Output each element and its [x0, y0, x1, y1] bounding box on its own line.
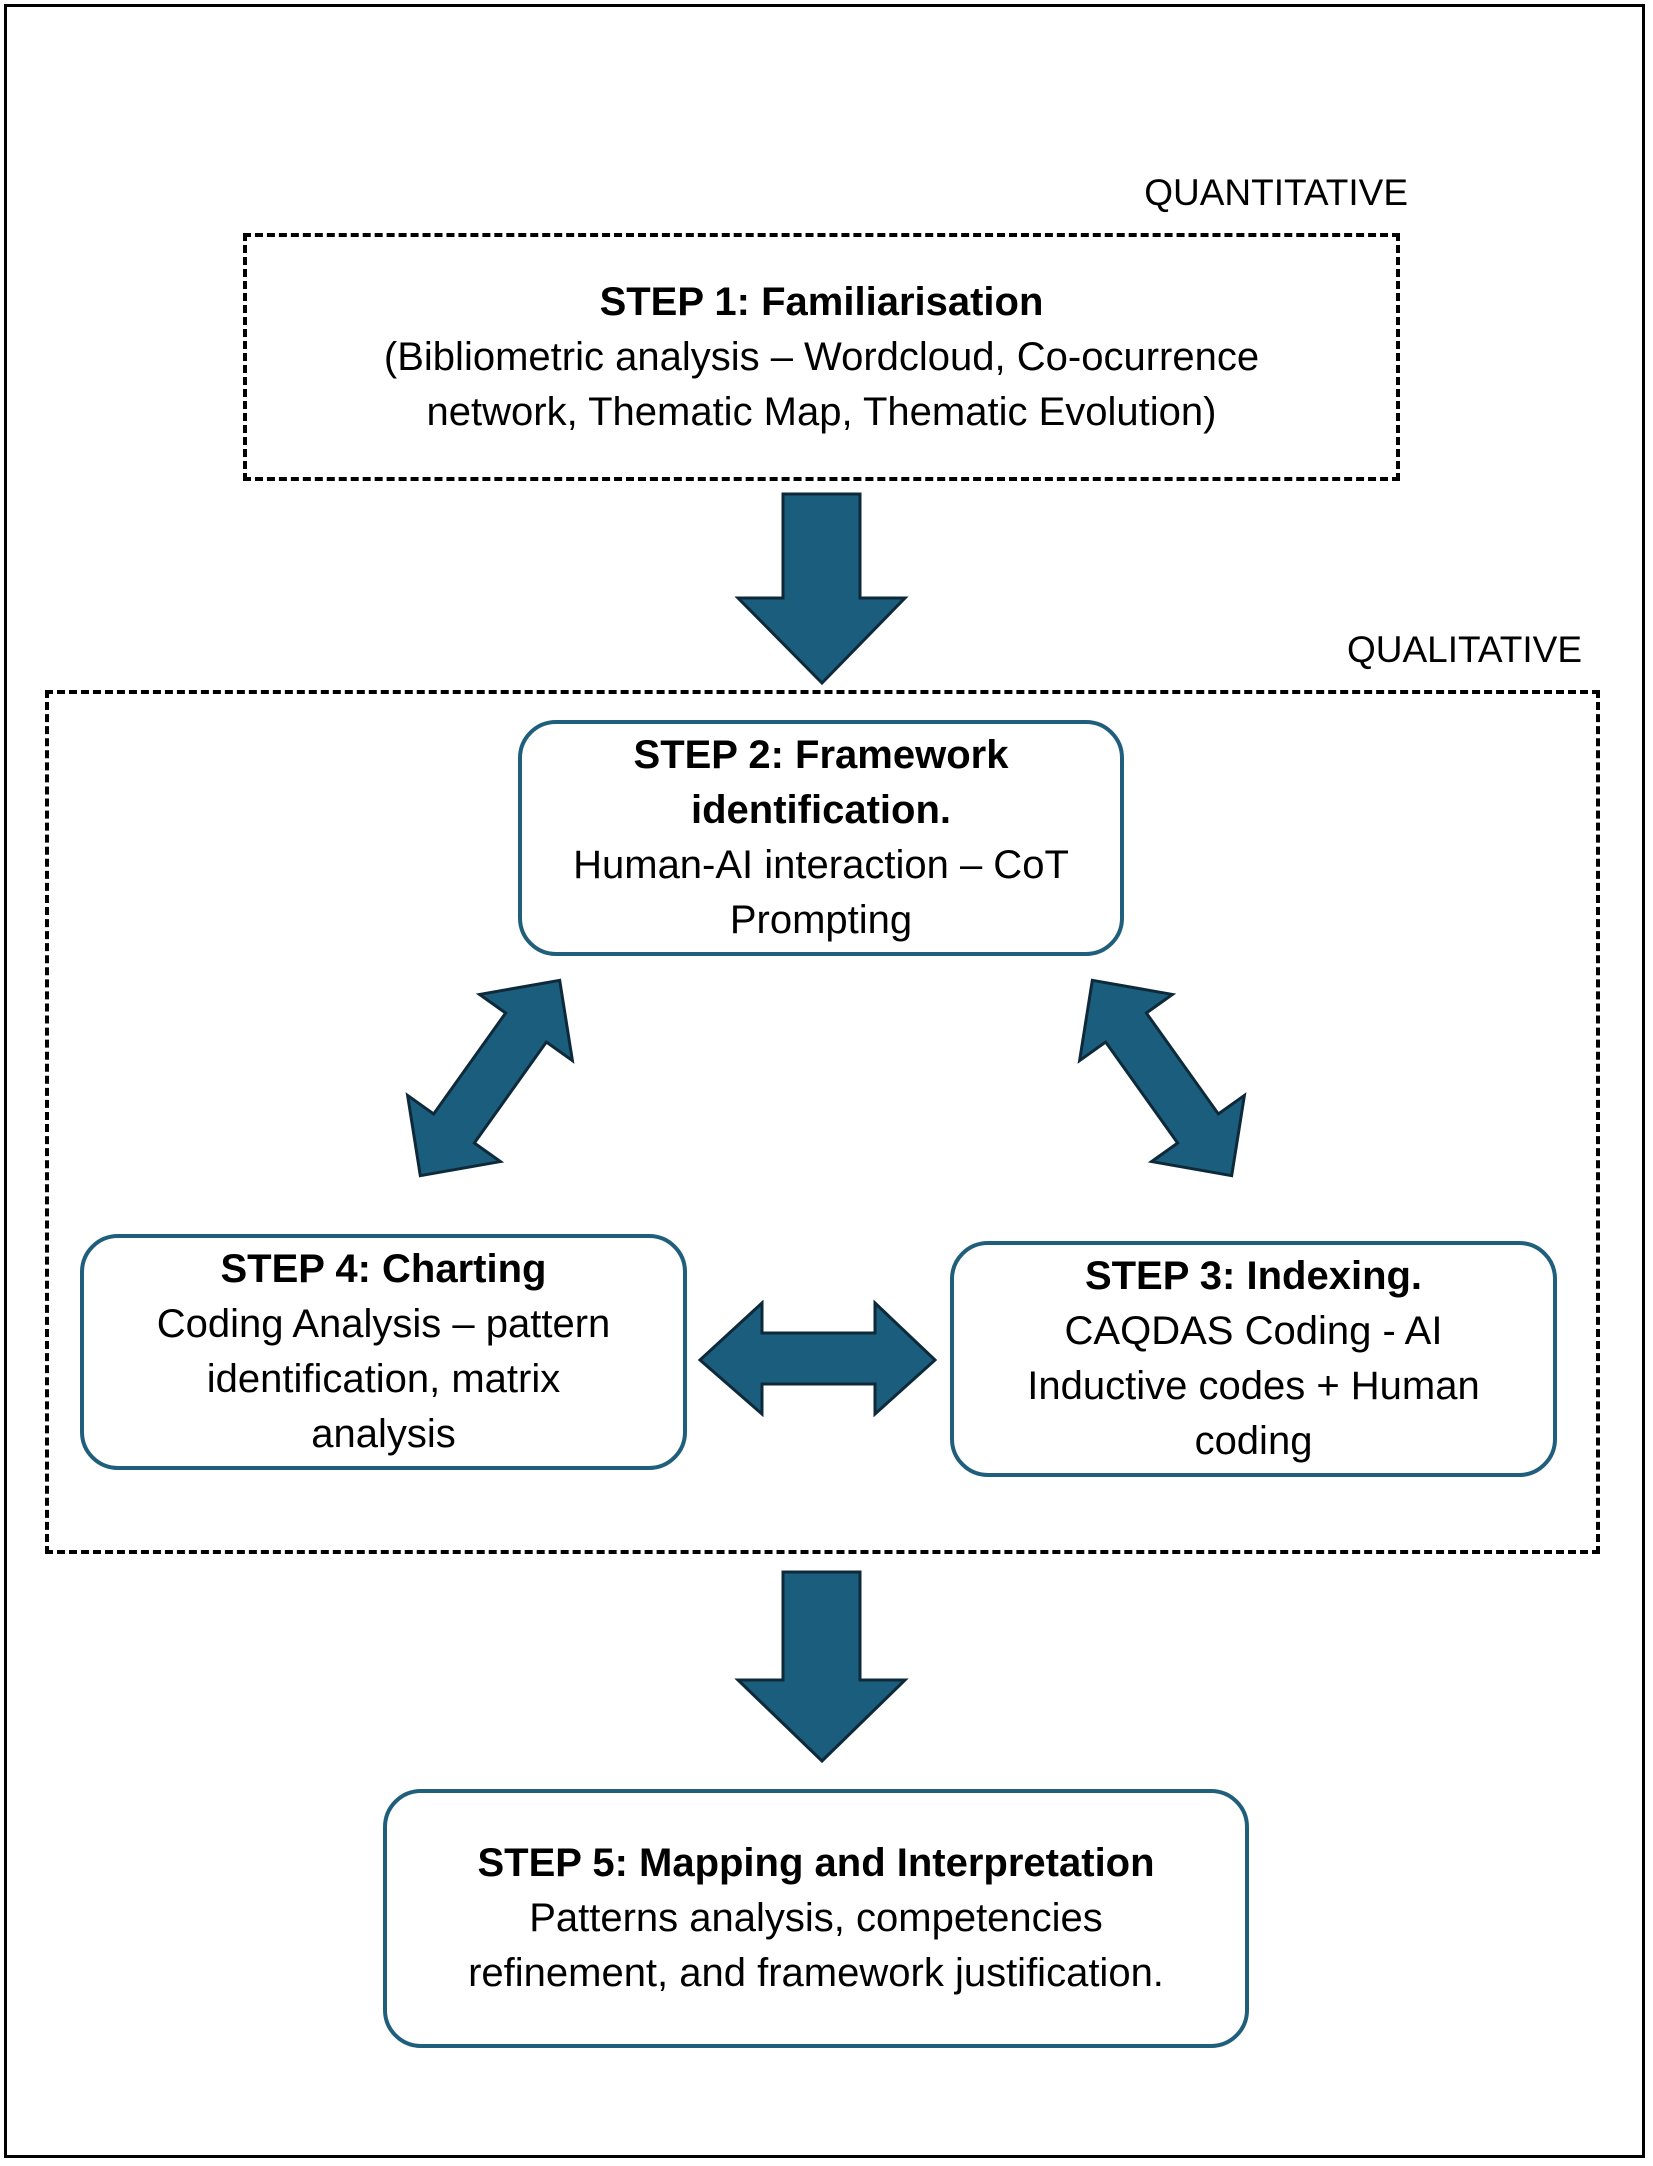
quantitative-label: QUANTITATIVE [1144, 172, 1408, 213]
qualitative-label: QUALITATIVE [1346, 629, 1582, 670]
step-5-title: STEP 5: Mapping and Interpretation [477, 1841, 1155, 1885]
step-4-description-line: analysis [311, 1412, 456, 1456]
double-arrow-icon [1077, 978, 1247, 1178]
step-1-box: STEP 1: Familiarisation (Bibliometric an… [243, 233, 1400, 481]
double-arrow-icon [697, 1299, 938, 1418]
step-3-title: STEP 3: Indexing. [1084, 1254, 1423, 1298]
down-arrow-icon [734, 1570, 909, 1764]
step-2-description-line: Prompting [729, 898, 913, 942]
qualitative-region [45, 690, 1600, 1554]
step-2-description-line: Human-AI interaction – CoT [573, 843, 1069, 887]
step-4-description-line: Coding Analysis – pattern [156, 1302, 611, 1346]
step-4-description-line: identification, matrix [206, 1357, 561, 1401]
step-3-box: STEP 3: Indexing. CAQDAS Coding - AI Ind… [950, 1241, 1557, 1477]
step-2-title-line: STEP 2: Framework [633, 733, 1009, 777]
step-5-description-line: refinement, and framework justification. [468, 1951, 1164, 1995]
figure-frame [4, 4, 1645, 2158]
down-arrow-icon [734, 492, 909, 686]
double-arrow-icon [405, 978, 575, 1178]
step-3-description-line: coding [1194, 1419, 1313, 1463]
step-1-description-line: network, Thematic Map, Thematic Evolutio… [426, 389, 1217, 434]
step-1-title: STEP 1: Familiarisation [599, 279, 1044, 324]
step-3-description-line: CAQDAS Coding - AI [1064, 1309, 1443, 1353]
step-5-box: STEP 5: Mapping and Interpretation Patte… [383, 1789, 1249, 2048]
step-1-description-line: (Bibliometric analysis – Wordcloud, Co-o… [383, 334, 1260, 379]
step-2-box: STEP 2: Framework identification. Human-… [518, 720, 1124, 956]
step-3-description-line: Inductive codes + Human [1027, 1364, 1480, 1408]
step-4-box: STEP 4: Charting Coding Analysis – patte… [80, 1234, 687, 1470]
step-4-title: STEP 4: Charting [220, 1247, 547, 1291]
step-5-description-line: Patterns analysis, competencies [529, 1896, 1103, 1940]
step-2-title-line: identification. [691, 788, 951, 832]
